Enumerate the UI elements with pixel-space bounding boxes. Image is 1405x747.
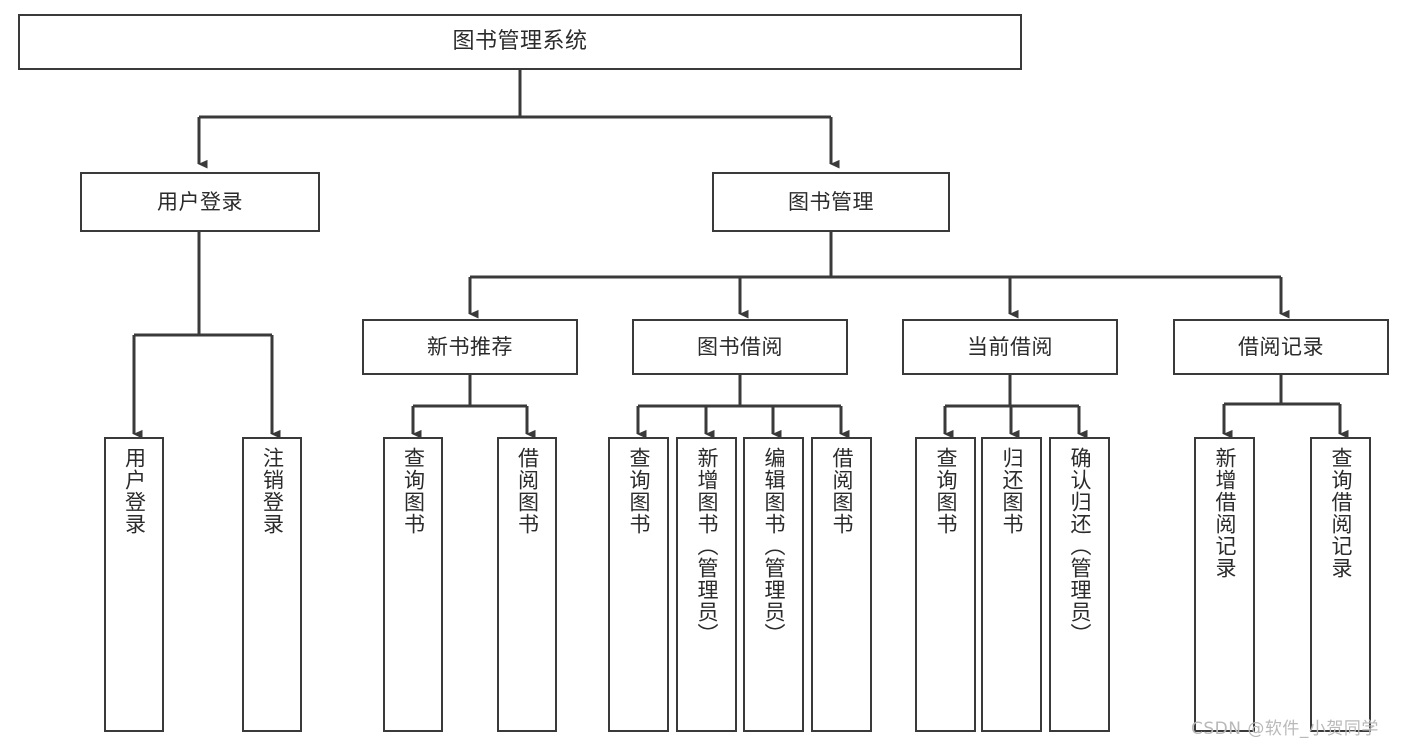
- node-leaf-logout-label: 注销登录: [260, 447, 285, 535]
- node-leaf-edit-book[interactable]: 编辑图书（管理员）: [743, 437, 804, 732]
- node-book-management-label: 图书管理: [788, 189, 874, 214]
- node-leaf-query-book-2-label: 查询图书: [627, 447, 651, 535]
- node-leaf-return-book[interactable]: 归还图书: [981, 437, 1042, 732]
- node-leaf-add-borrow-record-label: 新增借阅记录: [1213, 447, 1237, 579]
- node-leaf-query-borrow-record-label: 查询借阅记录: [1329, 447, 1353, 579]
- node-leaf-confirm-return-label: 确认归还（管理员）: [1068, 447, 1092, 645]
- node-leaf-query-borrow-record[interactable]: 查询借阅记录: [1310, 437, 1371, 732]
- node-current-borrowing-label: 当前借阅: [967, 334, 1053, 359]
- node-book-borrowing[interactable]: 图书借阅: [632, 319, 848, 375]
- node-leaf-query-book-3-label: 查询图书: [934, 447, 958, 535]
- node-leaf-query-book-1[interactable]: 查询图书: [383, 437, 443, 732]
- node-leaf-return-book-label: 归还图书: [1000, 447, 1024, 535]
- node-user-login-label: 用户登录: [157, 189, 243, 214]
- node-leaf-user-login-label: 用户登录: [122, 447, 147, 535]
- node-leaf-borrow-book-2[interactable]: 借阅图书: [811, 437, 872, 732]
- node-leaf-user-login[interactable]: 用户登录: [104, 437, 164, 732]
- node-leaf-add-borrow-record[interactable]: 新增借阅记录: [1194, 437, 1255, 732]
- node-borrowing-record[interactable]: 借阅记录: [1173, 319, 1389, 375]
- node-leaf-query-book-2[interactable]: 查询图书: [608, 437, 669, 732]
- node-current-borrowing[interactable]: 当前借阅: [902, 319, 1118, 375]
- node-new-book-recommendation[interactable]: 新书推荐: [362, 319, 578, 375]
- node-leaf-confirm-return[interactable]: 确认归还（管理员）: [1049, 437, 1110, 732]
- node-user-login[interactable]: 用户登录: [80, 172, 320, 232]
- node-new-book-recommendation-label: 新书推荐: [427, 334, 513, 359]
- node-leaf-query-book-1-label: 查询图书: [401, 447, 426, 535]
- node-borrowing-record-label: 借阅记录: [1238, 334, 1324, 359]
- node-leaf-logout[interactable]: 注销登录: [242, 437, 302, 732]
- node-leaf-query-book-3[interactable]: 查询图书: [915, 437, 976, 732]
- node-leaf-add-book-label: 新增图书（管理员）: [695, 447, 719, 645]
- node-root-book-management-system[interactable]: 图书管理系统: [18, 14, 1022, 70]
- node-leaf-borrow-book-1-label: 借阅图书: [515, 447, 540, 535]
- node-leaf-borrow-book-1[interactable]: 借阅图书: [497, 437, 557, 732]
- node-root-label: 图书管理系统: [452, 29, 588, 55]
- node-book-borrowing-label: 图书借阅: [697, 334, 783, 359]
- node-book-management[interactable]: 图书管理: [712, 172, 950, 232]
- node-leaf-borrow-book-2-label: 借阅图书: [830, 447, 854, 535]
- node-leaf-add-book[interactable]: 新增图书（管理员）: [676, 437, 737, 732]
- node-leaf-edit-book-label: 编辑图书（管理员）: [762, 447, 786, 645]
